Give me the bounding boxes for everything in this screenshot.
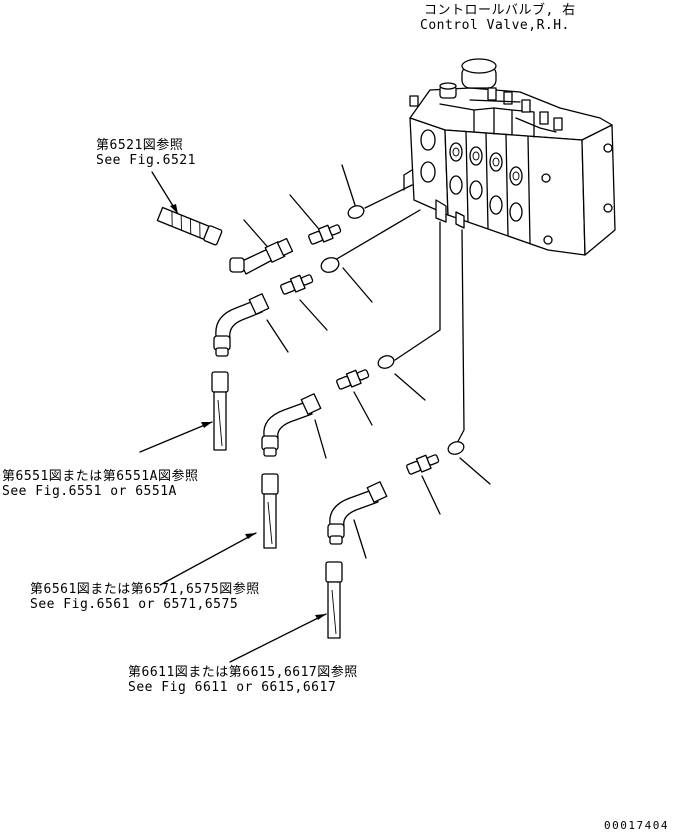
control-valve-label-jp: コントロールバルブ, 右: [424, 3, 576, 18]
fig-6551-reference: 第6551図または第6551A図参照 See Fig.6551 or 6551A: [2, 469, 198, 499]
o-rings: [320, 205, 465, 455]
fig-6611-reference: 第6611図または第6615,6617図参照 See Fig 6611 or 6…: [128, 665, 358, 695]
fig-6561-reference-en: See Fig.6561 or 6571,6575: [30, 597, 239, 612]
fig-6561-reference: 第6561図または第6571,6575図参照 See Fig.6561 or 6…: [30, 582, 260, 612]
leader-lines: [139, 164, 491, 663]
connectors: [280, 224, 440, 475]
fig-6521-reference: 第6521図参照 See Fig.6521: [96, 138, 196, 168]
hoses: [156, 206, 343, 639]
fig-6611-reference-jp: 第6611図または第6615,6617図参照: [128, 665, 358, 680]
drawing-number: 00017404: [604, 819, 669, 832]
fig-6551-reference-jp: 第6551図または第6551A図参照: [2, 469, 199, 484]
fig-6551-reference-en: See Fig.6551 or 6551A: [2, 484, 177, 499]
control-valve-label-en: Control Valve,R.H.: [420, 18, 570, 33]
fig-6561-reference-jp: 第6561図または第6571,6575図参照: [30, 582, 260, 597]
fig-6521-reference-en: See Fig.6521: [96, 153, 196, 168]
control-valve-label: コントロールバルブ, 右 Control Valve,R.H.: [420, 3, 576, 33]
fig-6611-reference-en: See Fig 6611 or 6615,6617: [128, 680, 337, 695]
elbow-fittings: [213, 237, 388, 545]
fig-6521-reference-jp: 第6521図参照: [96, 138, 184, 153]
arrowheads: [170, 204, 326, 620]
control-valve-body: [403, 58, 616, 256]
